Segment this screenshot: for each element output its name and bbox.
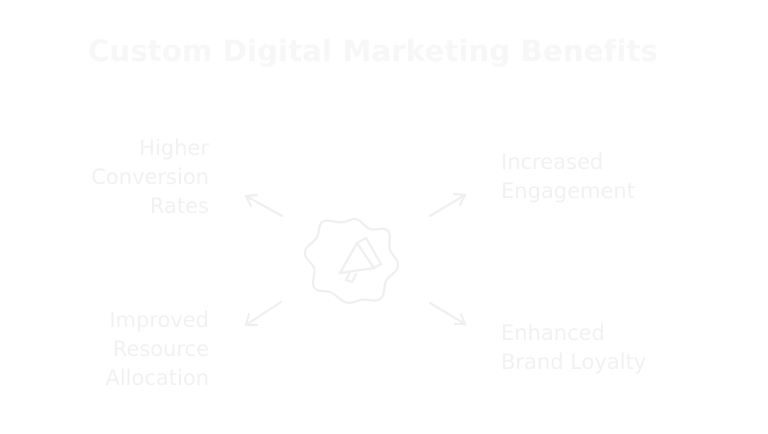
megaphone-gear-icon <box>303 217 400 304</box>
benefit-label-line: Higher <box>139 136 209 160</box>
megaphone-body <box>338 241 376 275</box>
benefit-label-line: Brand Loyalty <box>501 350 647 374</box>
benefit-improved-resource-allocation: Improved Resource Allocation <box>105 306 209 393</box>
arrow-to-increased-engagement <box>428 192 467 218</box>
benefit-increased-engagement: Increased Engagement <box>501 148 635 206</box>
diagram-title: Custom Digital Marketing Benefits <box>88 34 659 68</box>
benefit-label-line: Enhanced <box>501 321 605 345</box>
megaphone-bell <box>355 236 383 270</box>
arrow-to-improved-resource-allocation <box>244 300 283 327</box>
benefit-enhanced-brand-loyalty: Enhanced Brand Loyalty <box>501 319 646 377</box>
benefit-label-line: Resource <box>112 337 209 361</box>
benefit-label-line: Allocation <box>105 366 209 390</box>
benefit-label-line: Conversion <box>91 165 209 189</box>
benefit-label-line: Engagement <box>501 179 635 203</box>
arrow-to-enhanced-brand-loyalty <box>428 301 467 326</box>
benefit-label-line: Increased <box>501 150 604 174</box>
benefit-label-line: Rates <box>149 194 209 218</box>
megaphone-handle <box>344 270 358 284</box>
arrow-to-higher-conversion-rates <box>244 193 284 218</box>
benefit-higher-conversion-rates: Higher Conversion Rates <box>91 134 209 221</box>
benefit-label-line: Improved <box>109 308 209 332</box>
gear-outline <box>303 217 400 304</box>
